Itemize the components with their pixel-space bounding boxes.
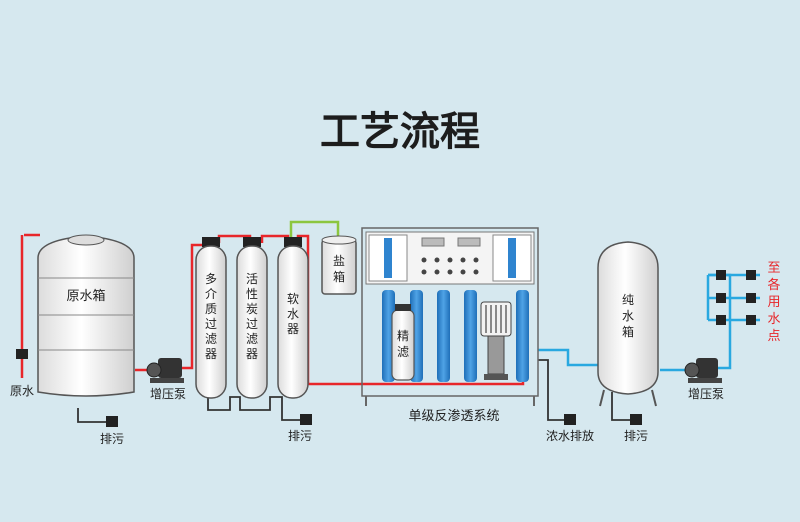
drain-3-label: 排污 [624,429,648,443]
multi-filter-char-4: 滤 [205,332,217,346]
water-softener: 软 水 器 [277,237,309,399]
softener-char-2: 器 [287,322,299,336]
pure-water-tank: 纯 水 箱 [597,241,659,407]
to-points-char-1: 各 [767,277,780,293]
filter-drain-valve [300,414,312,425]
multi-filter-char-5: 器 [205,347,217,361]
drain-2-label: 排污 [288,429,312,443]
precision-filter-char-0: 精 [397,329,409,343]
to-points-char-2: 用 [767,295,780,310]
salt-pipe [289,220,340,243]
pure-tank-char-2: 箱 [622,324,634,339]
tank-drain-valve [106,416,118,427]
carbon-filter-char-2: 炭 [246,302,258,316]
booster-pump-2-label: 增压泵 [688,387,724,401]
distribution-valves [716,270,756,325]
salt-tank: 盐 箱 [321,235,357,295]
booster-pump-1-label: 增压泵 [150,387,186,401]
multi-filter-char-1: 介 [205,287,217,301]
filter-drain-pipe [207,396,308,421]
multi-filter-char-3: 过 [205,317,217,331]
raw-tank-label: 原水箱 [66,288,105,304]
drain-1-label: 排污 [100,432,124,446]
softener-char-1: 水 [287,307,299,321]
pure-tank-drain-valve [630,414,642,425]
concentrate-label: 浓水排放 [546,428,594,443]
multi-filter-char-0: 多 [205,272,217,286]
to-points-char-3: 水 [767,312,780,327]
raw-water-tank: 原水箱 [37,234,135,397]
booster-pump-2 [684,358,722,383]
multi-filter-char-2: 质 [205,302,217,316]
page-title: 工艺流程 [320,109,480,155]
carbon-filter-char-3: 过 [246,317,258,331]
multi-media-filter: 多 介 质 过 滤 器 [195,237,227,399]
ro-to-pure-tank-pipe [538,348,600,367]
salt-tank-char-0: 盐 [333,254,345,268]
raw-water-label: 原水 [10,384,34,398]
concentrate-valve [564,414,576,425]
carbon-filter-char-1: 性 [246,287,258,301]
activated-carbon-filter: 活 性 炭 过 滤 器 [236,237,268,399]
tank-drain-pipe [77,408,110,423]
ro-system: 精 滤 [361,227,539,406]
salt-tank-char-1: 箱 [333,269,345,284]
pure-tank-char-1: 水 [622,309,634,323]
pure-tank-char-0: 纯 [622,293,634,307]
precision-filter-char-1: 滤 [397,345,409,359]
ro-system-label: 单级反渗透系统 [408,409,499,424]
carbon-filter-char-5: 器 [246,347,258,361]
carbon-filter-char-4: 滤 [246,332,258,346]
booster-pump-1 [146,358,184,383]
raw-inlet-valve [16,349,28,359]
to-points-char-4: 点 [767,329,780,344]
pump-to-filter-pipe [182,243,203,370]
softener-char-0: 软 [287,292,299,306]
to-points-char-0: 至 [767,261,780,276]
carbon-filter-char-0: 活 [246,272,258,286]
concentrate-pipe [538,359,568,421]
